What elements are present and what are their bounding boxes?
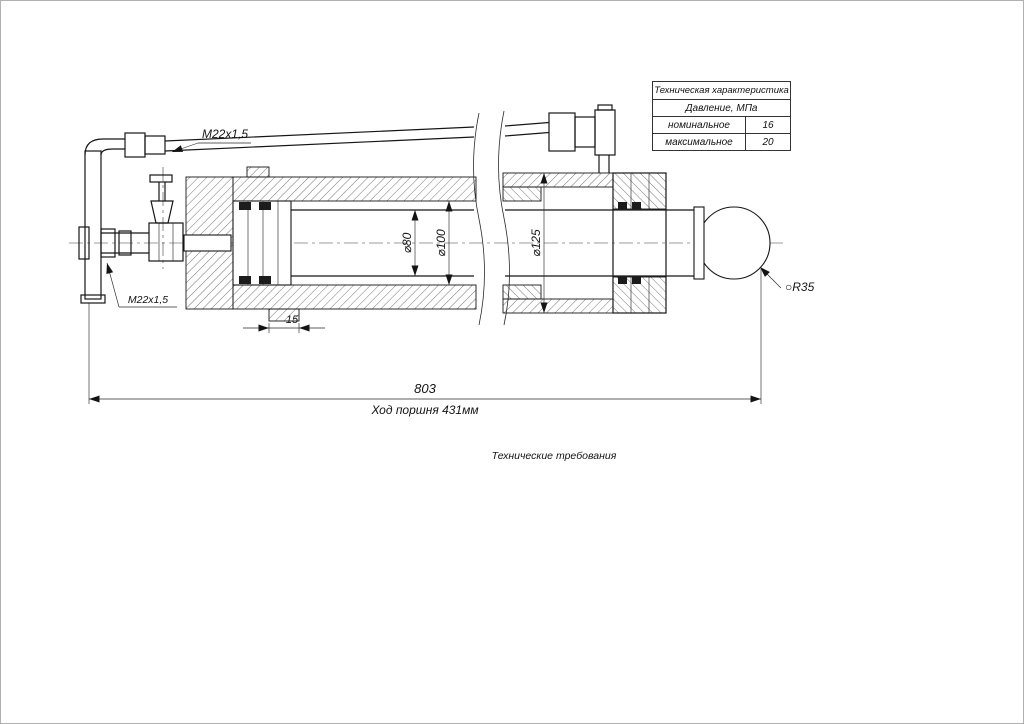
- left-valve-assembly: [100, 174, 184, 262]
- dimensions: [88, 142, 782, 404]
- spec-table-row-maximum: максимальное 20: [653, 133, 790, 150]
- piston-stroke-note: Ход поршня 431мм: [370, 403, 478, 417]
- pipe-fitting-right: [548, 104, 616, 173]
- spec-table-subtitle: Давление, МПа: [685, 102, 758, 114]
- spec-table-subtitle-row: Давление, МПа: [653, 99, 790, 116]
- diameter-label-100: ⌀100: [434, 229, 448, 257]
- spec-table-row-nominal: номинальное 16: [653, 116, 790, 133]
- nominal-pressure-label: номинальное: [668, 119, 730, 131]
- thread-label-bottom: M22x1,5: [128, 294, 168, 306]
- thread-label-top: M22x1,5: [202, 127, 248, 141]
- sphere-radius-label: ○R35: [785, 280, 815, 294]
- feed-pipe: [124, 121, 550, 158]
- tech-requirements-note: Технические требования: [492, 450, 617, 462]
- diameter-label-125: ⌀125: [529, 229, 543, 257]
- lug-width-dim: 15: [286, 314, 299, 326]
- diameter-label-80: ⌀80: [400, 232, 414, 253]
- spec-table: Техническая характеристика Давление, МПа…: [652, 81, 791, 151]
- spec-table-title: Техническая характеристика: [654, 85, 789, 96]
- left-bracket: [78, 138, 125, 304]
- maximum-pressure-value: 20: [745, 134, 790, 150]
- nominal-pressure-value: 16: [745, 117, 790, 133]
- overall-length-dim: 803: [414, 381, 436, 396]
- rod-ball-end: [697, 206, 771, 280]
- cylinder-stage2: [502, 172, 771, 314]
- maximum-pressure-label: максимальное: [665, 136, 733, 148]
- spec-table-title-row: Техническая характеристика: [653, 82, 790, 99]
- cylinder-stage1: [183, 166, 477, 322]
